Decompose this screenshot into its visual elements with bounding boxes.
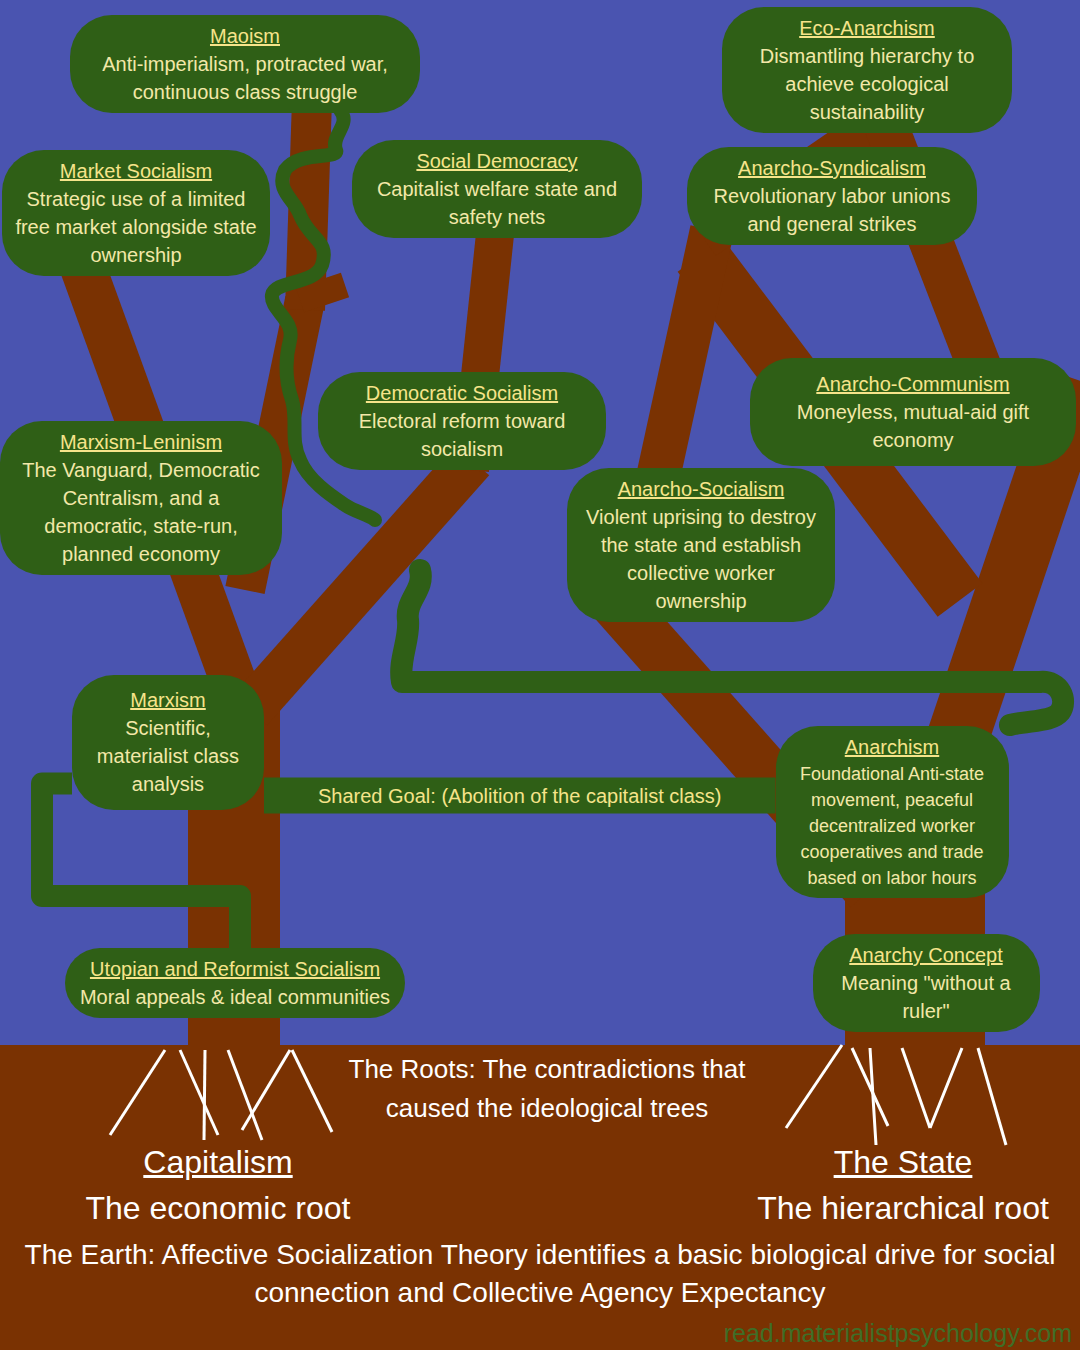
pill-content: Marxism-LeninismThe Vanguard, Democratic… <box>12 428 270 568</box>
earth-caption: The Earth: Affective Socialization Theor… <box>10 1236 1070 1312</box>
pill-content: Market SocialismStrategic use of a limit… <box>14 157 258 269</box>
ideology-name: Eco-Anarchism <box>734 14 1000 42</box>
pill-content: Eco-AnarchismDismantling hierarchy to ac… <box>734 14 1000 126</box>
root-name: Capitalism <box>68 1143 368 1181</box>
ideology-description: Scientific, materialist class analysis <box>84 714 252 798</box>
ideology-name: Marxism <box>84 686 252 714</box>
ideology-name: Anarcho-Socialism <box>579 475 823 503</box>
ideology-description: The Vanguard, Democratic Centralism, and… <box>12 456 270 568</box>
ideology-name: Social Democracy <box>364 147 630 175</box>
ideology-pill: Utopian and Reformist SocialismMoral app… <box>65 948 405 1018</box>
pill-content: Anarcho-CommunismMoneyless, mutual-aid g… <box>762 370 1064 454</box>
ideology-name: Anarchism <box>788 733 997 761</box>
ideology-description: Anti-imperialism, protracted war, contin… <box>82 50 408 106</box>
ideology-description: Moneyless, mutual-aid gift economy <box>762 398 1064 454</box>
vine-connector <box>264 778 776 814</box>
ideology-name: Utopian and Reformist Socialism <box>77 955 393 983</box>
ground-band <box>0 1045 1080 1350</box>
watermark: read.materialistpsychology.com <box>612 1318 1072 1348</box>
ideology-description: Electoral reform toward socialism <box>330 407 594 463</box>
ideology-description: Foundational Anti-state movement, peacef… <box>788 761 997 891</box>
ideology-name: Market Socialism <box>14 157 258 185</box>
ideology-pill: AnarchismFoundational Anti-state movemen… <box>776 726 1009 898</box>
roots-caption: The Roots: The contradictions that cause… <box>347 1050 747 1128</box>
ideology-pill: MaoismAnti-imperialism, protracted war, … <box>70 15 420 113</box>
ideology-name: Maoism <box>82 22 408 50</box>
ideology-description: Meaning "without a ruler" <box>825 969 1028 1025</box>
pill-content: Democratic SocialismElectoral reform tow… <box>330 379 594 463</box>
pill-content: Anarchy ConceptMeaning "without a ruler" <box>825 941 1028 1025</box>
pill-content: Anarcho-SocialismViolent uprising to des… <box>579 475 823 615</box>
ideology-name: Anarchy Concept <box>825 941 1028 969</box>
ideology-pill: Market SocialismStrategic use of a limit… <box>2 150 270 276</box>
ideology-name: Marxism-Leninism <box>12 428 270 456</box>
root-name: The State <box>753 1143 1053 1181</box>
pill-content: Anarcho-SyndicalismRevolutionary labor u… <box>699 154 965 238</box>
ideology-pill: Anarchy ConceptMeaning "without a ruler" <box>813 934 1040 1032</box>
pill-content: Utopian and Reformist SocialismMoral app… <box>77 955 393 1011</box>
ideology-description: Violent uprising to destroy the state an… <box>579 503 823 615</box>
ideology-pill: Anarcho-SocialismViolent uprising to des… <box>567 468 835 622</box>
pill-content: MaoismAnti-imperialism, protracted war, … <box>82 22 408 106</box>
ideology-pill: Eco-AnarchismDismantling hierarchy to ac… <box>722 7 1012 133</box>
pill-content: AnarchismFoundational Anti-state movemen… <box>788 733 997 891</box>
ideology-pill: Anarcho-CommunismMoneyless, mutual-aid g… <box>750 358 1076 466</box>
ideology-description: Moral appeals & ideal communities <box>77 983 393 1011</box>
ideology-name: Democratic Socialism <box>330 379 594 407</box>
ideology-pill: MarxismScientific, materialist class ana… <box>72 675 264 810</box>
ideology-description: Capitalist welfare state and safety nets <box>364 175 630 231</box>
pill-content: Social DemocracyCapitalist welfare state… <box>364 147 630 231</box>
ideology-pill: Democratic SocialismElectoral reform tow… <box>318 372 606 470</box>
connector-label: Shared Goal: (Abolition of the capitalis… <box>314 781 726 811</box>
root-lines <box>110 1045 1006 1145</box>
ideology-description: Dismantling hierarchy to achieve ecologi… <box>734 42 1000 126</box>
root-description: The economic root <box>53 1188 383 1228</box>
root-description: The hierarchical root <box>733 1188 1073 1228</box>
ideology-name: Anarcho-Communism <box>762 370 1064 398</box>
ideology-name: Anarcho-Syndicalism <box>699 154 965 182</box>
ideology-description: Strategic use of a limited free market a… <box>14 185 258 269</box>
ideology-pill: Social DemocracyCapitalist welfare state… <box>352 140 642 238</box>
ideology-description: Revolutionary labor unions and general s… <box>699 182 965 238</box>
pill-content: MarxismScientific, materialist class ana… <box>84 686 252 798</box>
green-vines <box>272 110 1063 725</box>
ideology-pill: Marxism-LeninismThe Vanguard, Democratic… <box>0 421 282 575</box>
ideology-pill: Anarcho-SyndicalismRevolutionary labor u… <box>687 147 977 245</box>
